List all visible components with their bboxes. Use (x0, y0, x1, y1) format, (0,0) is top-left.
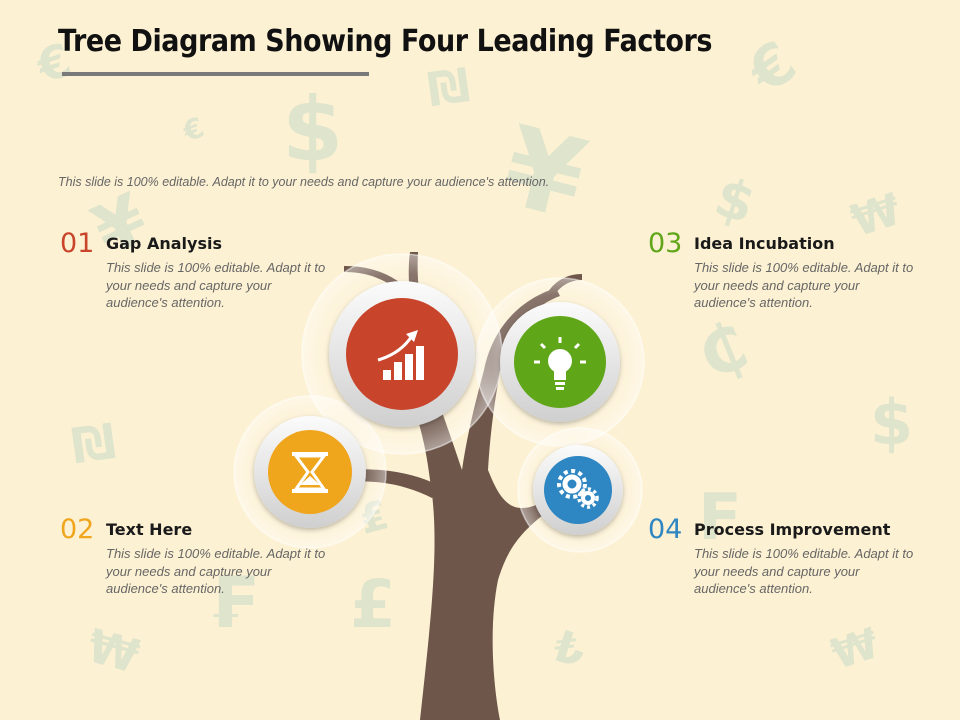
node-idea-incubation (500, 302, 620, 422)
bar-chart-growth-icon (377, 330, 424, 380)
gears-icon (557, 469, 599, 509)
factor-description: This slide is 100% editable. Adapt it to… (694, 546, 914, 596)
dollar-symbol: $ (870, 386, 914, 459)
title-underline (62, 72, 369, 76)
node-gap-analysis-fill (346, 298, 458, 410)
node-text-here (254, 416, 366, 528)
trunk-main (400, 288, 560, 720)
factor-number: 01 (60, 228, 95, 259)
hourglass-icon (292, 452, 328, 493)
franc-symbol: ₣ (694, 481, 739, 555)
factor-title: Text Here (106, 520, 193, 539)
intro-text: This slide is 100% editable. Adapt it to… (58, 175, 550, 189)
node-text-here-fill (268, 430, 352, 514)
factor-description: This slide is 100% editable. Adapt it to… (106, 546, 326, 596)
node-process-improvement (533, 445, 623, 535)
factor-description: This slide is 100% editable. Adapt it to… (106, 260, 326, 310)
factor-number: 04 (648, 514, 683, 545)
factor-number: 02 (60, 514, 95, 545)
dollar-symbol: $ (282, 78, 344, 181)
factor-title: Process Improvement (694, 520, 891, 539)
factor-title: Idea Incubation (694, 234, 835, 253)
pound-symbol: £ (350, 566, 396, 643)
factor-title: Gap Analysis (106, 234, 222, 253)
factor-description: This slide is 100% editable. Adapt it to… (694, 260, 914, 310)
franc-symbol: ₣ (208, 562, 257, 644)
node-gap-analysis (329, 281, 475, 427)
factor-number: 03 (648, 228, 683, 259)
light-bulb-icon (534, 337, 586, 390)
slide-title: Tree Diagram Showing Four Leading Factor… (58, 24, 713, 59)
